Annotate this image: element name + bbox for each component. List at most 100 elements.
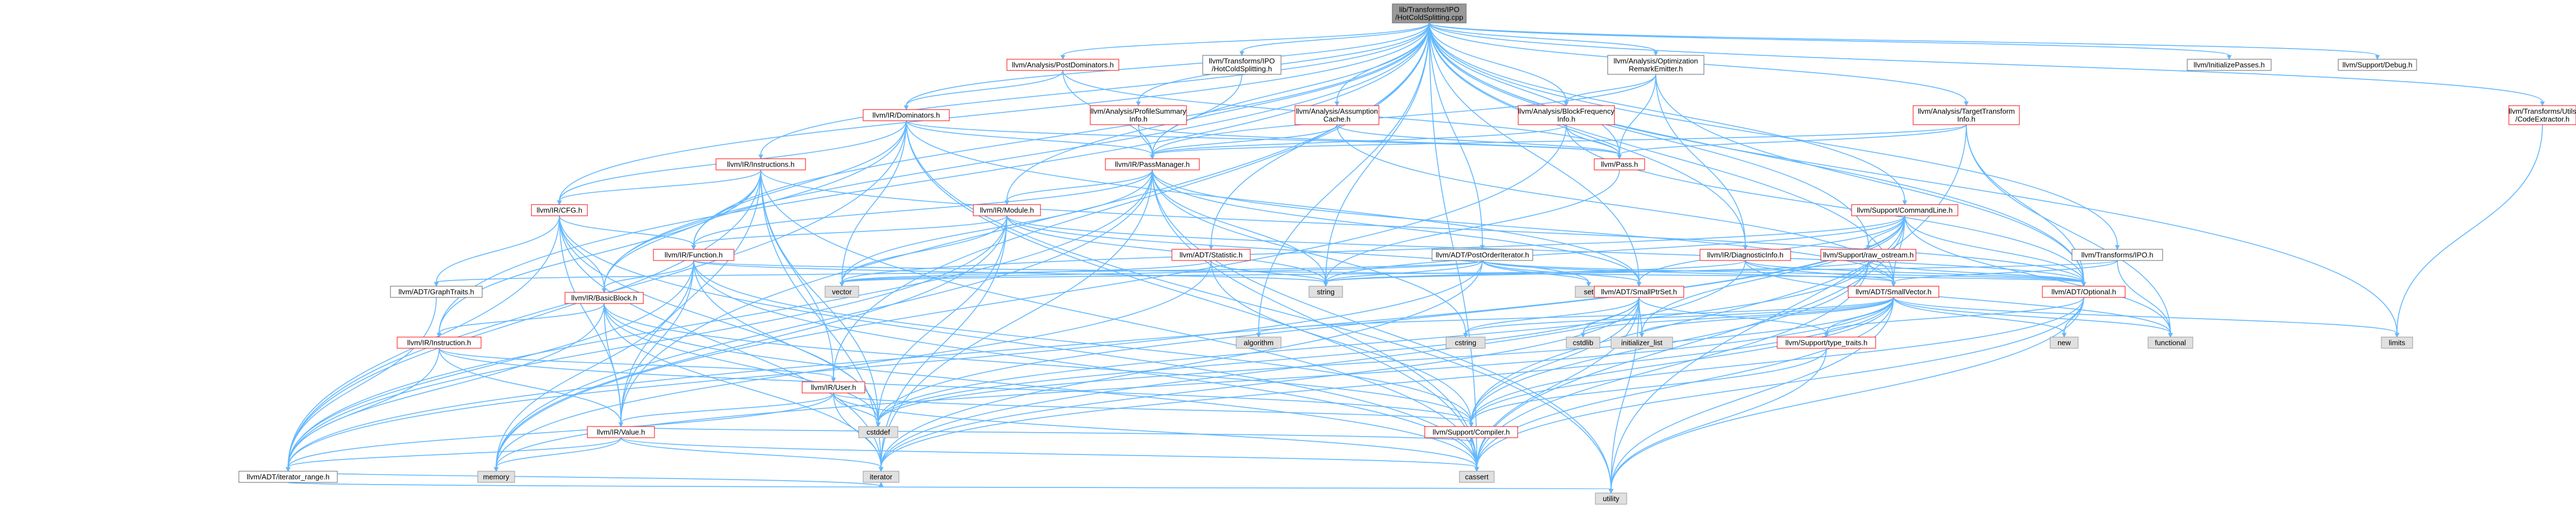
edge-user-to-compiler — [833, 392, 1472, 423]
node-user[interactable]: llvm/IR/User.h — [802, 381, 865, 394]
node-type-traits[interactable]: llvm/Support/type_traits.h — [1777, 337, 1876, 349]
node-basic-block[interactable]: llvm/IR/BasicBlock.h — [564, 292, 644, 304]
node-algorithm: algorithm — [1236, 337, 1282, 349]
node-diag-info[interactable]: llvm/IR/DiagnosticInfo.h — [1699, 249, 1791, 261]
edge-module-to-function — [693, 215, 1007, 246]
edge-diag_info-to-small_vector — [1745, 260, 1894, 283]
arrowhead-small_vector-to-limits — [2394, 333, 2400, 338]
edge-small_vector-to-cstdlib — [1583, 297, 1894, 334]
node-box — [390, 286, 483, 298]
edge-basic_block-to-cassert — [604, 303, 1477, 468]
node-label: llvm/Transforms/IPO — [1209, 57, 1275, 65]
node-tipo-ipo[interactable]: llvm/Transforms/IPO.h — [2071, 249, 2163, 261]
node-instruction[interactable]: llvm/IR/Instruction.h — [397, 337, 482, 349]
arrowhead-root-to-target_transform — [1963, 101, 1969, 107]
node-box — [1595, 492, 1627, 505]
node-label: new — [2057, 339, 2071, 347]
edge-instructions-to-cstddef — [760, 169, 879, 423]
node-command-line[interactable]: llvm/Support/CommandLine.h — [1851, 204, 1958, 216]
node-function[interactable]: llvm/IR/Function.h — [653, 249, 734, 261]
edge-raw_ostream-to-string — [1325, 260, 1869, 283]
node-pass-h[interactable]: llvm/Pass.h — [1594, 158, 1645, 170]
node-functional: functional — [2148, 337, 2193, 349]
node-instructions[interactable]: llvm/IR/Instructions.h — [715, 158, 806, 170]
edge-compiler-to-cassert — [1471, 437, 1477, 468]
edge-root-to-value — [620, 22, 1430, 423]
node-label: utility — [1603, 495, 1619, 503]
node-post-dom[interactable]: llvm/Analysis/PostDominators.h — [1006, 59, 1119, 71]
node-compiler[interactable]: llvm/Support/Compiler.h — [1424, 426, 1518, 438]
edge-small_vector-to-cstddef — [878, 297, 1894, 423]
arrowhead-module-to-function — [691, 245, 696, 250]
node-box — [1006, 59, 1119, 71]
edge-root-to-string — [1325, 22, 1430, 283]
node-label: llvm/Transforms/Utils — [2509, 107, 2576, 116]
node-label: llvm/Support/Debug.h — [2342, 61, 2412, 69]
node-memory: memory — [477, 471, 515, 483]
node-small-vector[interactable]: llvm/ADT/SmallVector.h — [1848, 286, 1939, 298]
node-tipo-hcs[interactable]: llvm/Transforms/IPO/HotColdSplitting.h — [1202, 55, 1282, 75]
node-box — [1236, 337, 1282, 349]
edge-instructions-to-iterator_range — [288, 169, 761, 468]
edge-cfg-to-function — [559, 215, 694, 246]
node-cfg[interactable]: llvm/IR/CFG.h — [531, 204, 588, 216]
node-value[interactable]: llvm/IR/Value.h — [587, 426, 655, 438]
node-init-passes[interactable]: llvm/InitializePasses.h — [2187, 59, 2272, 71]
node-iterator-range[interactable]: llvm/ADT/iterator_range.h — [238, 471, 338, 483]
node-statistic[interactable]: llvm/ADT/Statistic.h — [1171, 249, 1251, 261]
node-label: vector — [832, 288, 852, 296]
node-graph-traits[interactable]: llvm/ADT/GraphTraits.h — [390, 286, 483, 298]
edge-instructions-to-instruction — [439, 169, 761, 334]
edge-dominators-to-basic_block — [604, 120, 907, 289]
node-box — [2508, 105, 2576, 125]
edge-post_order-to-small_vector — [1482, 260, 1894, 283]
edge-post_order-to-small_ptr_set — [1482, 260, 1640, 283]
edge-tipo_ipo-to-vector — [841, 260, 2118, 283]
node-box — [825, 286, 859, 298]
node-small-ptr-set[interactable]: llvm/ADT/SmallPtrSet.h — [1594, 286, 1684, 298]
node-dominators[interactable]: llvm/IR/Dominators.h — [863, 109, 950, 121]
edge-small_ptr_set-to-iterator — [880, 297, 1640, 468]
edge-value-to-cassert — [620, 437, 1477, 468]
edge-module-to-iterator — [880, 215, 1007, 468]
node-box — [653, 249, 734, 261]
node-label: llvm/ADT/Optional.h — [2051, 288, 2116, 296]
node-pass-manager[interactable]: llvm/IR/PassManager.h — [1105, 158, 1200, 170]
edge-root-to-debug_h — [1429, 22, 2378, 56]
node-label: llvm/IR/Instructions.h — [727, 160, 795, 169]
edge-diag_info-to-optional — [1745, 260, 2084, 283]
arrowhead-post_order-to-small_ptr_set — [1636, 282, 1642, 287]
node-post-order[interactable]: llvm/ADT/PostOrderIterator.h — [1431, 249, 1533, 261]
arrowhead-post_order-to-graph_traits — [434, 282, 439, 287]
node-box — [863, 471, 900, 483]
edge-root-to-module — [1006, 22, 1430, 201]
edge-value-to-memory — [496, 437, 621, 468]
node-code-extractor[interactable]: llvm/Transforms/Utils/CodeExtractor.h — [2508, 105, 2576, 125]
edge-small_vector-to-algorithm — [1258, 297, 1894, 334]
edge-dominators-to-vector — [841, 120, 907, 283]
edge-target_transform-to-pass_h — [1619, 124, 1967, 155]
arrowhead-user-to-value — [618, 422, 624, 428]
edge-root-to-small_ptr_set — [1429, 22, 1640, 283]
node-opt-remark[interactable]: llvm/Analysis/OptimizationRemarkEmitter.… — [1607, 55, 1704, 75]
arrowhead-instruction-to-user — [831, 377, 836, 383]
node-debug-h[interactable]: llvm/Support/Debug.h — [2338, 59, 2417, 71]
node-root[interactable]: lib/Transforms/IPO/HotColdSplitting.cpp — [1392, 3, 1467, 23]
node-module[interactable]: llvm/IR/Module.h — [973, 204, 1041, 216]
edge-block_freq-to-memory — [496, 124, 1567, 468]
edge-target_transform-to-utility — [1610, 124, 1967, 490]
node-label: cassert — [1465, 473, 1489, 481]
node-label: llvm/ADT/Statistic.h — [1180, 251, 1243, 259]
edge-module-to-cstddef — [878, 215, 1007, 423]
edge-instruction-to-value — [439, 348, 621, 423]
node-box — [1848, 286, 1939, 298]
node-raw-ostream[interactable]: llvm/Support/raw_ostream.h — [1820, 249, 1916, 261]
edge-module-to-string — [1006, 215, 1326, 283]
node-label: llvm/Analysis/TargetTransform — [1918, 107, 2015, 116]
node-optional[interactable]: llvm/ADT/Optional.h — [2042, 286, 2126, 298]
